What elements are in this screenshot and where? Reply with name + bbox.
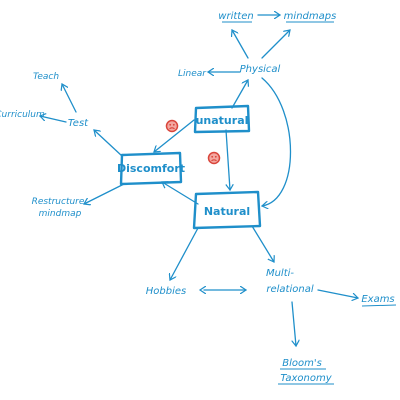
- node-multi-line1: Multi-: [266, 268, 294, 279]
- node-blooms-line1: Bloom's: [282, 358, 322, 369]
- edge-multi-blooms: [291, 301, 296, 346]
- edge-test-curriculum: [40, 116, 67, 123]
- node-restructure-line2: mindmap: [39, 209, 82, 219]
- node-natural-label: Natural: [204, 205, 250, 218]
- box-discomfort: Discomfort: [117, 151, 185, 186]
- edge-physical-written: [232, 30, 249, 59]
- edge-multi-exams: [317, 289, 358, 298]
- node-unnatural-label: unatural: [196, 114, 249, 127]
- edge-unnatural-natural: [225, 129, 230, 190]
- node-teach: Teach: [33, 72, 59, 82]
- node-mindmaps: mindmaps: [284, 11, 337, 22]
- box-natural: Natural: [192, 190, 262, 230]
- connectors: [40, 15, 358, 346]
- node-written: written: [218, 11, 253, 22]
- edge-test-teach: [62, 84, 77, 113]
- node-test: Test: [68, 118, 89, 129]
- edge-unnatural-discomfort: [154, 119, 195, 152]
- node-discomfort-label: Discomfort: [117, 162, 185, 175]
- box-unnatural: unatural: [193, 104, 251, 134]
- node-restructure-line1: Restructure: [32, 197, 85, 207]
- underline-exams: [361, 304, 397, 307]
- sad-face-icon: [207, 151, 221, 165]
- edge-physical-natural-curve: [262, 77, 292, 206]
- edge-natural-hobbies: [170, 227, 199, 280]
- edge-discomfort-test: [94, 130, 123, 157]
- edge-natural-discomfort: [162, 182, 199, 205]
- edge-physical-mindmaps: [261, 30, 290, 59]
- node-exams: Exams: [361, 294, 394, 305]
- edge-unnatural-physical: [231, 80, 248, 109]
- sad-face-icon: [165, 119, 179, 133]
- node-linear: Linear: [178, 69, 207, 79]
- edge-discomfort-restructure: [84, 183, 125, 204]
- edge-natural-multi: [251, 225, 274, 262]
- node-multi-line2: relational: [266, 284, 313, 295]
- node-physical: Physical: [240, 64, 281, 75]
- node-blooms-line2: Taxonomy: [280, 373, 332, 384]
- node-hobbies: Hobbies: [146, 286, 186, 297]
- node-curriculum: Curriculum: [0, 110, 45, 120]
